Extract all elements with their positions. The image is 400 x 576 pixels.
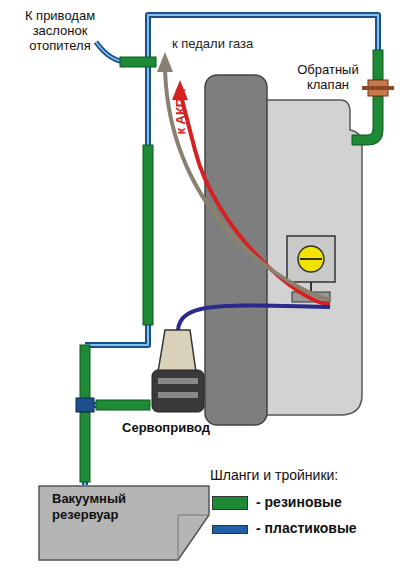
heater-flaps-label: К приводам заслонок отопителя — [12, 8, 108, 53]
hose-core — [85, 345, 150, 485]
legend-title: Шланги и тройники: — [210, 468, 395, 483]
legend-text: - пластиковые — [256, 520, 357, 536]
pedal-label: к педали газа — [170, 36, 255, 51]
node-title: Вакуумный резервуар — [52, 491, 162, 523]
throttle-body — [287, 236, 335, 282]
pedal-cable — [165, 70, 330, 300]
vacuum-reservoir: Вакуумный резервуар — [38, 485, 210, 561]
servo-cone — [158, 330, 196, 372]
legend-text: - резиновые — [256, 494, 342, 510]
servo-drive: Сервопривод — [150, 328, 206, 414]
vacuum-hose — [85, 345, 150, 485]
engine-block — [262, 100, 362, 415]
servo-cable — [178, 305, 330, 330]
servo-body — [152, 370, 204, 412]
throttle-valve — [298, 246, 324, 272]
check-valve-label: Обратный клапан — [292, 62, 364, 92]
legend-swatch — [212, 525, 248, 534]
part-name: Сервопривод — [122, 420, 210, 435]
intake-manifold — [205, 75, 267, 425]
legend-swatch — [212, 496, 248, 510]
hose-outline — [85, 345, 150, 485]
transmission-label: к АКПП — [173, 82, 188, 142]
